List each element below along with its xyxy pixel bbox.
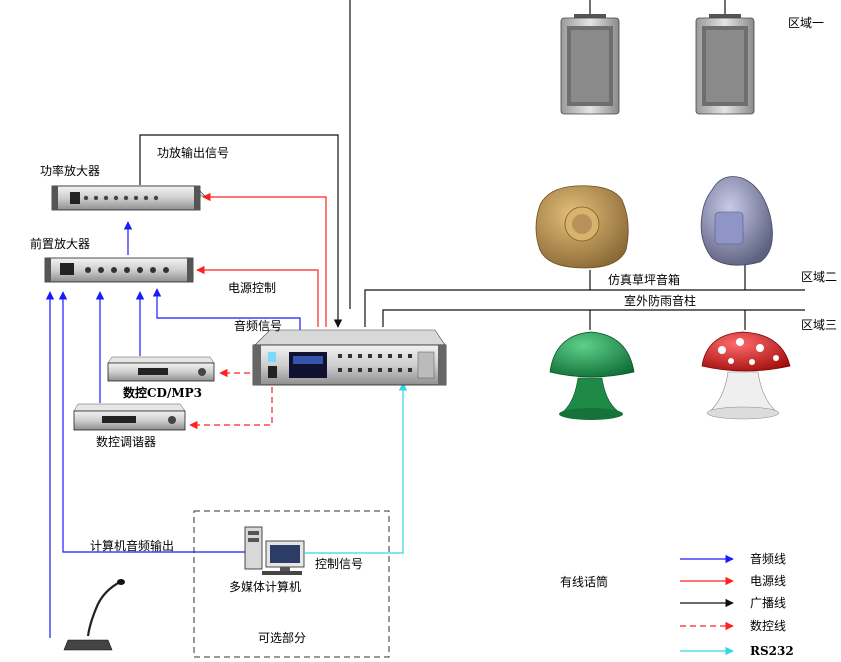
legend-power-label: 电源线: [750, 574, 787, 588]
rs232-line: [305, 382, 408, 554]
power-lines: [196, 192, 327, 327]
legend-audio-label: 音频线: [750, 552, 787, 566]
computer-label: 多媒体计算机: [229, 580, 302, 594]
optional-section-label: 可选部分: [258, 631, 307, 645]
zone-2-label: 区域二: [801, 270, 838, 284]
mushroom-speaker-red: [701, 331, 791, 420]
control-signal-label: 控制信号: [315, 557, 364, 571]
legend-rs232-label: RS232: [750, 644, 794, 658]
tuner: [73, 403, 186, 431]
legend: [680, 554, 734, 656]
wired-mic-label: 有线话筒: [560, 575, 609, 589]
legend-broadcast-label: 广播线: [750, 596, 787, 610]
rock-speaker-blue: [700, 176, 773, 266]
power-control-label: 电源控制: [228, 281, 277, 295]
tuner-label: 数控调谐器: [96, 435, 157, 449]
mushroom-speaker-green: [549, 331, 635, 420]
gooseneck-microphone: [63, 579, 125, 651]
cd-player: [107, 356, 215, 382]
computer-audio-out-label: 计算机音频输出: [90, 539, 175, 553]
legend-control-label: 数控线: [750, 619, 787, 633]
audio-signal-label: 音频信号: [234, 319, 283, 333]
pre-amplifier: [44, 257, 194, 283]
broadcast-lines: [139, 0, 805, 330]
lawn-speaker-label: 仿真草坪音箱: [608, 273, 681, 287]
zone-1-label: 区域一: [788, 16, 825, 30]
rock-speaker-brown: [535, 185, 629, 269]
power-amplifier: [51, 185, 206, 211]
power-amp-label: 功率放大器: [40, 164, 101, 178]
column-speaker-right: [695, 14, 755, 115]
multimedia-computer: [244, 526, 305, 575]
central-controller: [252, 329, 447, 386]
amp-output-signal-label: 功放输出信号: [157, 146, 230, 160]
pre-amp-label: 前置放大器: [30, 237, 91, 251]
cd-player-label: 数控CD/MP3: [123, 386, 202, 400]
control-lines: [189, 368, 273, 430]
column-speaker-left: [560, 14, 620, 115]
zone-3-label: 区域三: [801, 318, 838, 332]
column-speaker-label: 室外防雨音柱: [624, 294, 697, 308]
audio-lines: [45, 221, 301, 638]
